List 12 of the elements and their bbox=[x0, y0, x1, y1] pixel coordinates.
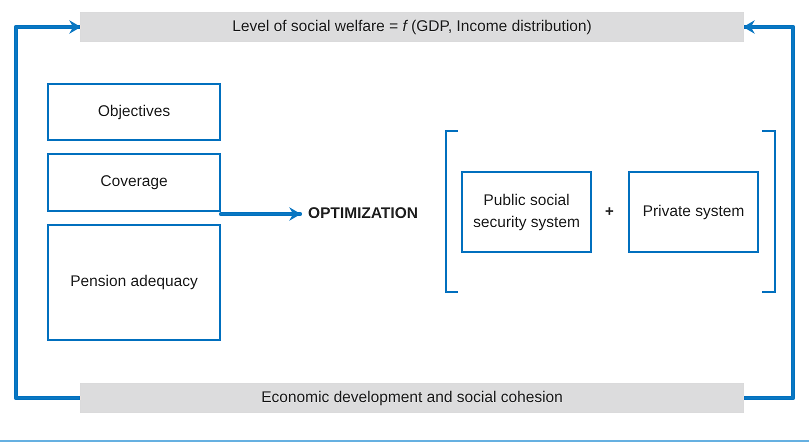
process-box: Pension adequacy bbox=[47, 224, 221, 341]
process-box: Public social security system bbox=[461, 171, 592, 253]
arrow bbox=[219, 207, 302, 221]
heading-bar: Level of social welfare = f (GDP, Income distribution) bbox=[80, 12, 744, 42]
heading-bar: Economic development and social cohesion bbox=[80, 383, 744, 413]
process-box: Private system bbox=[628, 171, 759, 253]
process-label: OPTIMIZATION bbox=[300, 200, 426, 228]
plus-sign: + bbox=[605, 203, 614, 220]
process-box: Coverage bbox=[47, 153, 221, 212]
arrow bbox=[742, 20, 795, 400]
arrow bbox=[14, 20, 82, 400]
process-box: Objectives bbox=[47, 83, 221, 141]
